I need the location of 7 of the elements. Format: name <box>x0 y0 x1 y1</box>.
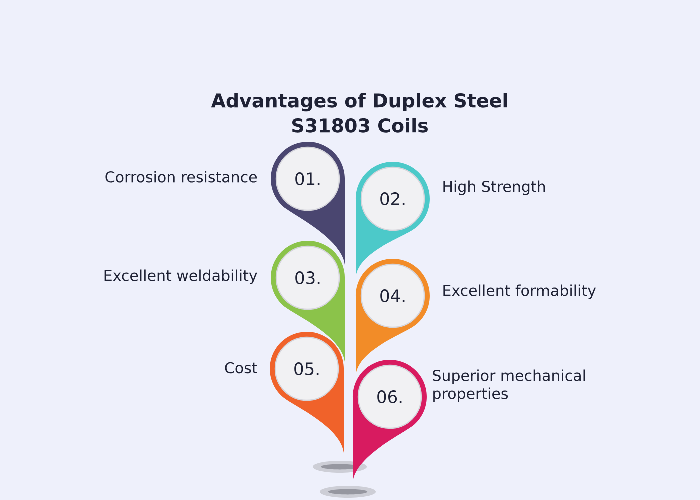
feature-label: Superior mechanical properties <box>433 370 586 402</box>
feature-label: Cost <box>225 362 258 374</box>
feature-label: Excellent weldability <box>104 270 258 284</box>
feature-label: Corrosion resistance <box>106 171 258 183</box>
title: Advantages of Duplex Steel S31803 Coils <box>211 93 508 133</box>
feature-label: High Strength <box>444 180 546 196</box>
feature-label: Excellent formability <box>444 284 596 300</box>
